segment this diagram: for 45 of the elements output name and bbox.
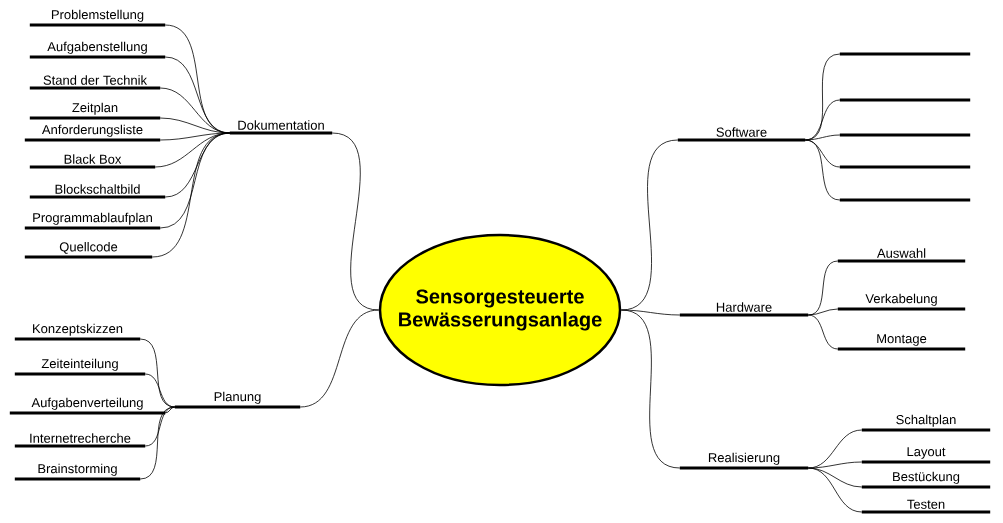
topic-label: Anforderungsliste — [24, 124, 161, 142]
connector-line — [804, 134, 841, 141]
topic-label: Black Box — [29, 154, 156, 169]
topic-label: Konzeptskizzen — [14, 323, 141, 341]
empty-bar — [839, 133, 971, 137]
connector-line — [620, 309, 681, 316]
connector-line — [139, 406, 176, 480]
connector-line — [807, 461, 863, 469]
topic-label: Blockschaltbild — [29, 184, 166, 199]
connector-line — [144, 373, 176, 408]
topic-label: Verkabelung — [837, 293, 966, 311]
topic-label: Layout — [861, 447, 991, 464]
connector-line — [807, 314, 839, 350]
empty-bar — [839, 165, 971, 169]
topic-label: Aufgabenverteilung — [9, 397, 166, 415]
topic-label: Aufgabenstellung — [29, 41, 166, 59]
connector-line — [804, 139, 841, 201]
branch-label: Hardware — [679, 302, 809, 317]
topic-label: Montage — [837, 334, 966, 351]
connector-line — [164, 406, 176, 414]
topic-label: Zeitplan — [29, 102, 161, 120]
topic-label: Auswahl — [837, 248, 966, 263]
branch-label: Dokumentation — [229, 120, 333, 135]
topic-label: Internetrecherche — [14, 433, 146, 448]
topic-label: Programmablaufplan — [24, 212, 161, 230]
topic-label: Zeiteinteilung — [14, 358, 146, 376]
connector-line — [299, 309, 380, 408]
topic-label: Brainstorming — [14, 463, 141, 481]
connector-line — [151, 132, 231, 258]
empty-bar — [839, 98, 971, 102]
connector-line — [807, 308, 839, 316]
topic-label: Testen — [861, 499, 991, 514]
branch-label: Software — [677, 127, 806, 142]
empty-bar — [839, 52, 971, 56]
empty-bar — [839, 198, 971, 202]
branch-label: Realisierung — [679, 452, 809, 470]
topic-label: Schaltplan — [861, 414, 991, 432]
topic-label: Problemstellung — [29, 9, 166, 27]
topic-label: Bestückung — [861, 471, 991, 489]
topic-label: Quellcode — [24, 241, 153, 259]
connector-line — [620, 309, 681, 469]
topic-label: Stand der Technik — [29, 75, 161, 90]
connector-line — [807, 467, 863, 513]
connector-line — [804, 139, 841, 168]
branch-label: Planung — [174, 391, 301, 409]
